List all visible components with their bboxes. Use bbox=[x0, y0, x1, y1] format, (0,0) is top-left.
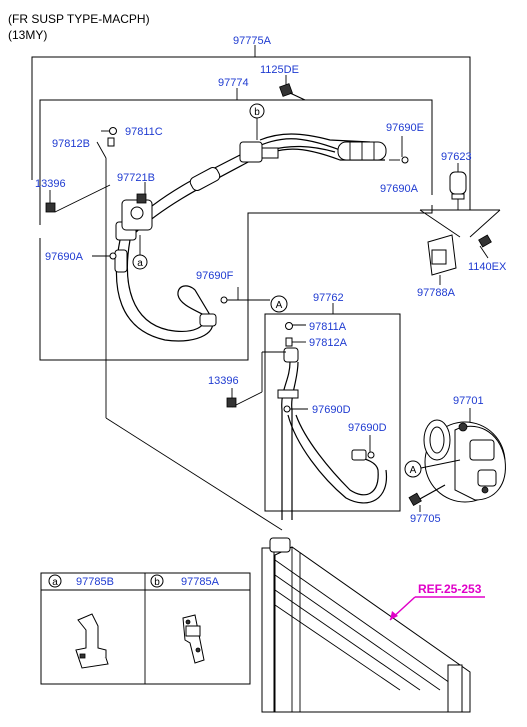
suction-hose-97774 bbox=[129, 133, 387, 234]
label-97811C[interactable]: 97811C bbox=[125, 126, 163, 138]
label-97762[interactable]: 97762 bbox=[313, 292, 344, 304]
header-line1: (FR SUSP TYPE-MACPH) bbox=[8, 12, 150, 26]
label-97705[interactable]: 97705 bbox=[410, 513, 441, 525]
group-97775A-box bbox=[31, 45, 471, 210]
label-97775A[interactable]: 97775A bbox=[233, 35, 272, 47]
svg-text:A: A bbox=[410, 465, 417, 476]
label-97690A-right[interactable]: 97690A bbox=[380, 183, 419, 195]
ref-arrow bbox=[389, 596, 485, 621]
label-97812A[interactable]: 97812A bbox=[309, 337, 348, 349]
label-97690F[interactable]: 97690F bbox=[196, 270, 234, 282]
label-13396-mid[interactable]: 13396 bbox=[208, 375, 239, 387]
header-line2: (13MY) bbox=[8, 28, 47, 42]
bracket-97788A bbox=[427, 234, 457, 285]
legend-box bbox=[40, 572, 251, 685]
callout-b[interactable]: b bbox=[249, 103, 265, 140]
block-fitting bbox=[121, 199, 153, 231]
legend-b-letter: b bbox=[154, 577, 160, 588]
svg-text:a: a bbox=[137, 258, 143, 269]
label-97788A[interactable]: 97788A bbox=[417, 287, 456, 299]
label-97811A[interactable]: 97811A bbox=[309, 321, 347, 333]
ref-link[interactable]: REF.25-253 bbox=[418, 582, 482, 596]
leader-lines bbox=[49, 130, 461, 531]
label-97701[interactable]: 97701 bbox=[453, 395, 484, 407]
group-97774-box bbox=[39, 88, 433, 361]
clip-97785B-drawing bbox=[75, 613, 109, 669]
condenser bbox=[261, 537, 471, 713]
legend-a-letter: a bbox=[52, 577, 58, 588]
label-97774[interactable]: 97774 bbox=[218, 77, 249, 89]
discharge-hose-97762 bbox=[277, 347, 388, 520]
bolt-97705 bbox=[408, 484, 446, 512]
clip-97785A-drawing bbox=[182, 614, 205, 664]
label-1140EX[interactable]: 1140EX bbox=[468, 261, 507, 273]
receiver-drier-97623 bbox=[419, 163, 501, 238]
compressor-97701 bbox=[423, 408, 506, 503]
group-97762-box bbox=[264, 303, 401, 512]
callout-A-lower[interactable]: A bbox=[404, 460, 422, 478]
small-part-markers bbox=[45, 127, 409, 459]
svg-text:b: b bbox=[254, 107, 260, 118]
legend-b-part[interactable]: 97785A bbox=[181, 576, 220, 588]
bolt-1125DE bbox=[279, 75, 306, 101]
bolt-1140EX bbox=[478, 234, 492, 259]
label-1125DE[interactable]: 1125DE bbox=[260, 64, 299, 76]
label-97623[interactable]: 97623 bbox=[441, 151, 472, 163]
callout-A-upper[interactable]: A bbox=[270, 295, 288, 313]
label-97690D-b[interactable]: 97690D bbox=[348, 422, 387, 434]
label-97690D-a[interactable]: 97690D bbox=[312, 404, 351, 416]
legend-a-part[interactable]: 97785B bbox=[76, 576, 114, 588]
svg-text:A: A bbox=[276, 300, 283, 311]
label-97690A-left[interactable]: 97690A bbox=[45, 251, 84, 263]
label-97690E[interactable]: 97690E bbox=[386, 122, 424, 134]
label-13396-top[interactable]: 13396 bbox=[35, 178, 66, 190]
label-97812B[interactable]: 97812B bbox=[52, 138, 90, 150]
label-97721B[interactable]: 97721B bbox=[117, 172, 155, 184]
callout-a[interactable]: a bbox=[132, 235, 148, 270]
